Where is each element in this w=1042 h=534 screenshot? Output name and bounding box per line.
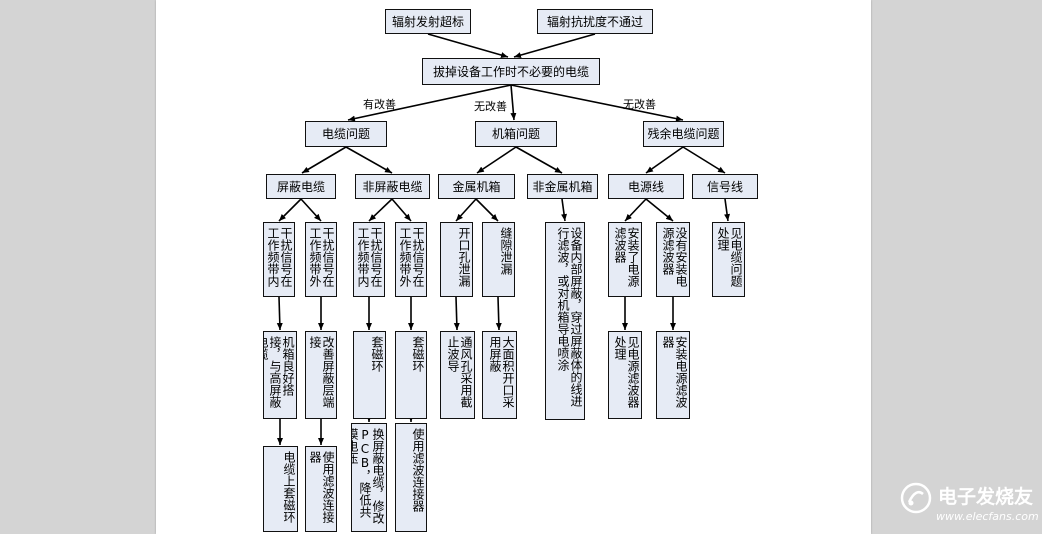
node-signal-fix: 见电缆问题处理 (712, 222, 745, 297)
arrow-signal-to-fix (724, 198, 731, 222)
arrow-power-to-none (645, 198, 674, 222)
node-power-line: 电源线 (608, 174, 684, 199)
arrow-step-down (495, 296, 502, 331)
node-residual-cable-problem: 残余电缆问题 (643, 121, 724, 147)
node-power-filter-install: 安装电源滤波器 (656, 331, 690, 419)
arrow-emission-to-root (427, 33, 509, 58)
flowchart-connectors (276, 33, 731, 445)
arrow-step-down (453, 296, 460, 331)
arrow-residual-to-signal (682, 146, 726, 174)
node-seam-leak: 缝隙泄漏 (482, 222, 515, 297)
node-metal-chassis: 金属机箱 (438, 174, 515, 199)
arrow-root-to-cable (347, 84, 512, 122)
node-nonmetal-chassis: 非金属机箱 (527, 174, 598, 199)
node-nonmetal-fix: 设备内部屏蔽，穿过屏蔽体的线进行滤波，或对机箱导电喷涂 (545, 222, 585, 420)
label-no-improve-right: 无改善 (623, 98, 656, 111)
root-unplug-cables: 拔掉设备工作时不必要的电缆 (422, 58, 600, 85)
node-unshielded-out-step3: 使用滤波连接器 (395, 423, 427, 532)
node-unshielded-in-step2: 套磁环 (353, 331, 386, 419)
label-improved: 有改善 (363, 98, 396, 111)
watermark: 电子发烧友 www.elecfans.com (900, 480, 1040, 530)
arrow-shielded-to-out (300, 198, 322, 222)
arrow-power-to-has (624, 198, 647, 222)
watermark-brand: 电子发烧友 (938, 486, 1034, 508)
node-shielded-out-step2: 改善屏蔽层端接 (305, 331, 337, 419)
arrow-metal-to-seam (475, 198, 499, 222)
node-cable-problem: 电缆问题 (305, 121, 387, 147)
arrow-cable-to-shielded (301, 146, 347, 174)
arrow-root-to-chassis (510, 84, 517, 121)
arrow-root-to-residual (510, 84, 684, 122)
arrow-metal-to-opening (455, 198, 477, 222)
arrow-chassis-to-metal (476, 146, 517, 174)
arrow-immunity-to-root (513, 33, 596, 58)
arrow-cable-to-unshielded (345, 146, 393, 174)
arrow-chassis-to-nonmetal (515, 146, 563, 174)
elecfans-logo-icon (900, 482, 932, 514)
watermark-url: www.elecfans.com (936, 510, 1039, 523)
node-shielded-cable: 屏蔽电缆 (266, 174, 336, 199)
node-shielded-in-step3: 电缆上套磁环 (263, 446, 298, 532)
trigger-radiated-emission: 辐射发射超标 (385, 9, 471, 34)
document-page: 辐射发射超标 辐射抗扰度不通过 拔掉设备工作时不必要的电缆 有改善 无改善 无改… (156, 0, 871, 534)
node-unshielded-out-band: 干扰信号在工作频带外 (395, 222, 427, 297)
label-no-improve-mid: 无改善 (474, 100, 507, 113)
node-unshielded-in-step3: 换屏蔽电缆，修改PCB，降低共模电压 (351, 423, 387, 532)
node-opening-leak: 开口孔泄漏 (440, 222, 473, 297)
arrow-shielded-to-in (278, 198, 302, 222)
node-shielded-in-band: 干扰信号在工作频带内 (263, 222, 295, 297)
node-chassis-problem: 机箱问题 (475, 121, 557, 147)
node-power-filter-handle: 见电源滤波器处理 (608, 331, 642, 419)
node-power-filter-installed: 安装了电源滤波器 (608, 222, 642, 297)
node-shielded-out-band: 干扰信号在工作频带外 (305, 222, 337, 297)
node-shielded-out-step3: 使用滤波连接器 (305, 446, 337, 532)
trigger-radiated-immunity: 辐射抗扰度不通过 (537, 9, 653, 34)
node-seam-fix: 大面积开口采用屏蔽 (482, 331, 517, 419)
arrow-residual-to-power (645, 146, 684, 174)
node-unshielded-out-step2: 套磁环 (395, 331, 427, 419)
node-signal-line: 信号线 (692, 174, 758, 199)
arrow-nonmetal-to-fix (561, 198, 568, 222)
node-opening-fix: 通风孔采用截止波导 (440, 331, 475, 419)
node-unshielded-in-band: 干扰信号在工作频带内 (353, 222, 385, 297)
node-shielded-in-step2: 机箱良好搭接，与高屏蔽电缆 (263, 331, 297, 419)
arrow-unshielded-to-out (391, 198, 412, 222)
arrow-unshielded-to-in (368, 198, 393, 222)
node-power-filter-missing: 没有安装电源滤波器 (656, 222, 690, 297)
node-unshielded-cable: 非屏蔽电缆 (355, 174, 430, 199)
arrow-step-down (276, 296, 283, 331)
